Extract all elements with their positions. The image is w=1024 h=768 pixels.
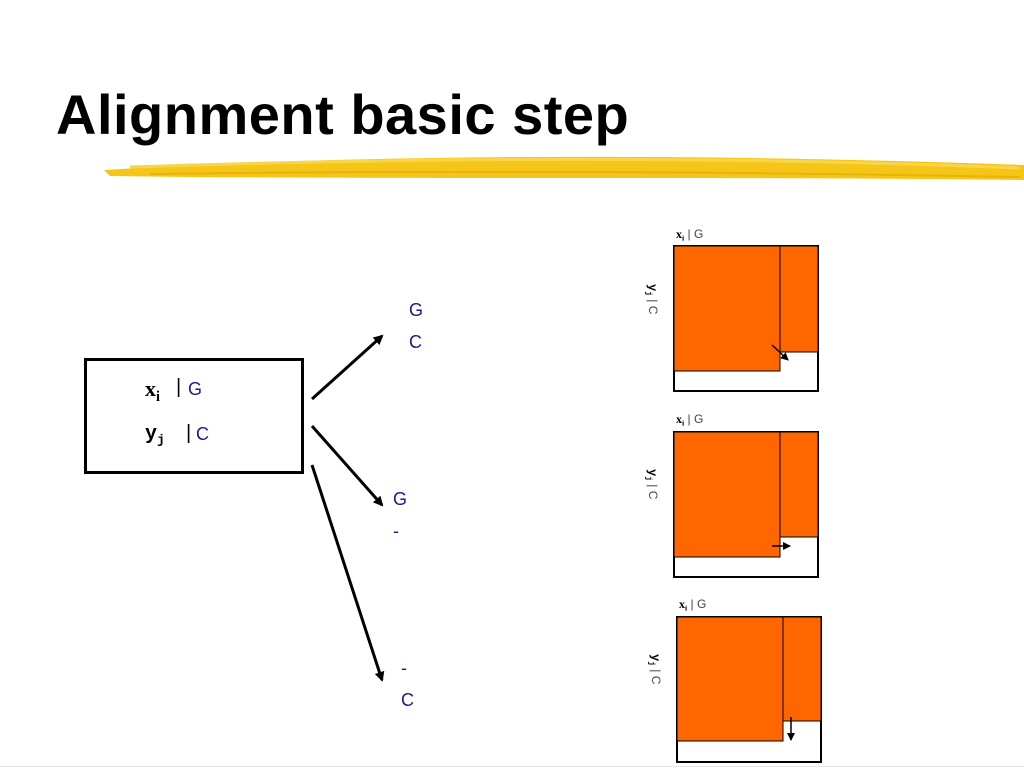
y-value: C xyxy=(196,424,209,444)
outcome-top: G xyxy=(409,300,424,320)
y-separator: | xyxy=(186,422,192,444)
outcome-match: G C xyxy=(409,294,423,358)
matrix3-x-label: xi | G xyxy=(679,597,707,613)
matrix-down xyxy=(676,616,822,763)
outcome-bottom: C xyxy=(409,332,422,352)
x-separator: | xyxy=(176,376,182,398)
x-value: G xyxy=(188,379,203,399)
matrix2-x-label: xi | G xyxy=(676,412,704,428)
arrow-gap-y xyxy=(310,425,384,507)
outcome-gap-in-x: - C xyxy=(401,652,414,716)
matrix2-y-label: yj | C xyxy=(643,469,660,500)
matrix3-y-label: yj | C xyxy=(646,654,663,685)
y-variable-label: yj xyxy=(145,423,165,448)
outcome-gap-in-y: G - xyxy=(393,483,407,547)
matrix-diagonal xyxy=(673,245,819,392)
matrix-right xyxy=(673,431,819,578)
title-highlighter-stroke xyxy=(104,156,1024,180)
outcome-top: G xyxy=(393,489,408,509)
matrix1-y-label: yj | C xyxy=(643,284,660,315)
arrow-match xyxy=(310,334,384,401)
matrix1-x-label: xi | G xyxy=(676,227,704,243)
footer-divider xyxy=(0,766,1024,767)
alignment-state-box xyxy=(84,358,304,474)
slide-title: Alignment basic step xyxy=(56,83,630,146)
outcome-bottom: - xyxy=(393,521,399,541)
arrow-gap-x xyxy=(310,464,385,682)
x-variable-label: xi xyxy=(145,376,160,405)
outcome-bottom: C xyxy=(401,690,414,710)
outcome-top: - xyxy=(401,658,407,678)
